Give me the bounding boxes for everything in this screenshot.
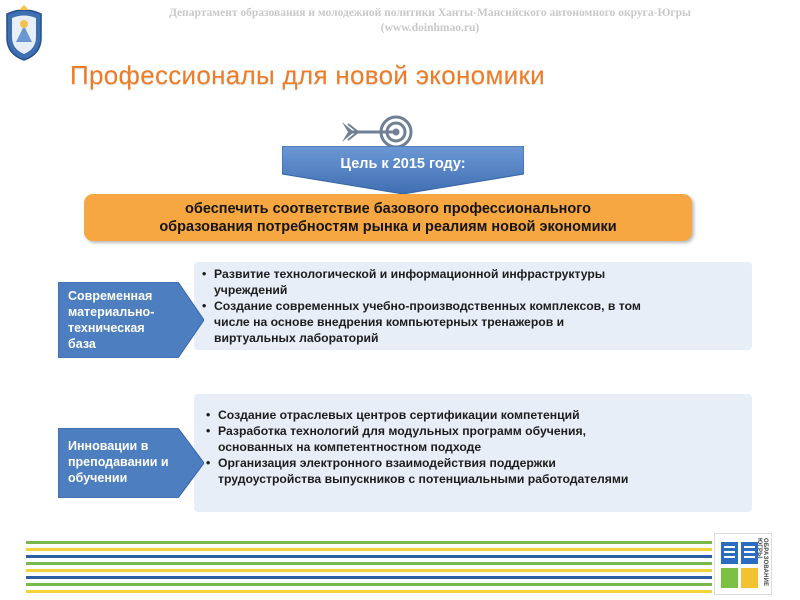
category-label-line: Инновации в (68, 439, 149, 453)
bullet-line: Развитие технологической и информационно… (214, 267, 606, 281)
stripe (26, 548, 712, 551)
category-label: Инновации в преподавании и обучении (68, 438, 169, 486)
category-label-line: материально- (68, 305, 155, 319)
goal-statement: обеспечить соответствие базового професс… (84, 194, 692, 241)
bullet-line: виртуальных лабораторий (214, 331, 379, 345)
bullet-line: учреждений (214, 283, 288, 297)
logo-text: ОБРАЗОВАНИЕ ЮГРЫ (756, 538, 768, 587)
stripe (26, 583, 712, 586)
stripe (26, 555, 712, 558)
header-org-name: Департамент образования и молодежной пол… (168, 7, 692, 19)
bullet-line: Создание отраслевых центров сертификации… (218, 408, 580, 422)
stripe (26, 590, 712, 593)
bullet-line: Организация электронного взаимодействия … (218, 456, 556, 470)
bullet-line: трудоустройства выпускников с потенциаль… (218, 472, 629, 486)
goal-line: образования потребностям рынка и реалиям… (159, 218, 617, 235)
header-org: Департамент образования и молодежной пол… (100, 6, 760, 36)
book-logo-icon: ОБРАЗОВАНИЕ ЮГРЫ (714, 533, 772, 595)
category-label: Современная материально- техническая баз… (68, 288, 154, 352)
stripe (26, 541, 712, 544)
bullet-item: Разработка технологий для модульных прог… (204, 423, 740, 455)
bullet-line: Разработка технологий для модульных прог… (218, 424, 586, 438)
stripe (26, 576, 712, 579)
footer-stripes (26, 541, 712, 597)
stripe (26, 562, 712, 565)
bullet-list: Развитие технологической и информационно… (200, 266, 752, 346)
category-arrow: Современная материально- техническая баз… (58, 282, 204, 358)
bullet-item: Создание отраслевых центров сертификации… (204, 407, 740, 423)
bullet-line: числе на основе внедрения компьютерных т… (214, 315, 565, 329)
emblem-icon (4, 4, 44, 62)
category-label-line: обучении (68, 471, 128, 485)
category-label-line: база (68, 337, 96, 351)
bullet-item: Создание современных учебно-производстве… (200, 298, 752, 346)
goal-arrow (281, 145, 525, 195)
slide-title: Профессионалы для новой экономики (70, 60, 545, 90)
bullet-item: Организация электронного взаимодействия … (204, 455, 740, 487)
header-website: (www.doinhmao.ru) (380, 22, 480, 34)
category-label-line: Современная (68, 289, 153, 303)
bullet-line: основанных на компетентностном подходе (218, 440, 482, 454)
bullet-line: Создание современных учебно-производстве… (214, 299, 641, 313)
goal-label: Цель к 2015 году: (340, 156, 466, 172)
category-label-line: преподавании и (68, 455, 169, 469)
bullet-list: Создание отраслевых центров сертификации… (204, 407, 740, 487)
category-label-line: техническая (68, 321, 145, 335)
category-arrow: Инновации в преподавании и обучении (58, 428, 204, 498)
goal-line: обеспечить соответствие базового професс… (185, 200, 591, 217)
stripe (26, 569, 712, 572)
bullet-item: Развитие технологической и информационно… (200, 266, 752, 298)
